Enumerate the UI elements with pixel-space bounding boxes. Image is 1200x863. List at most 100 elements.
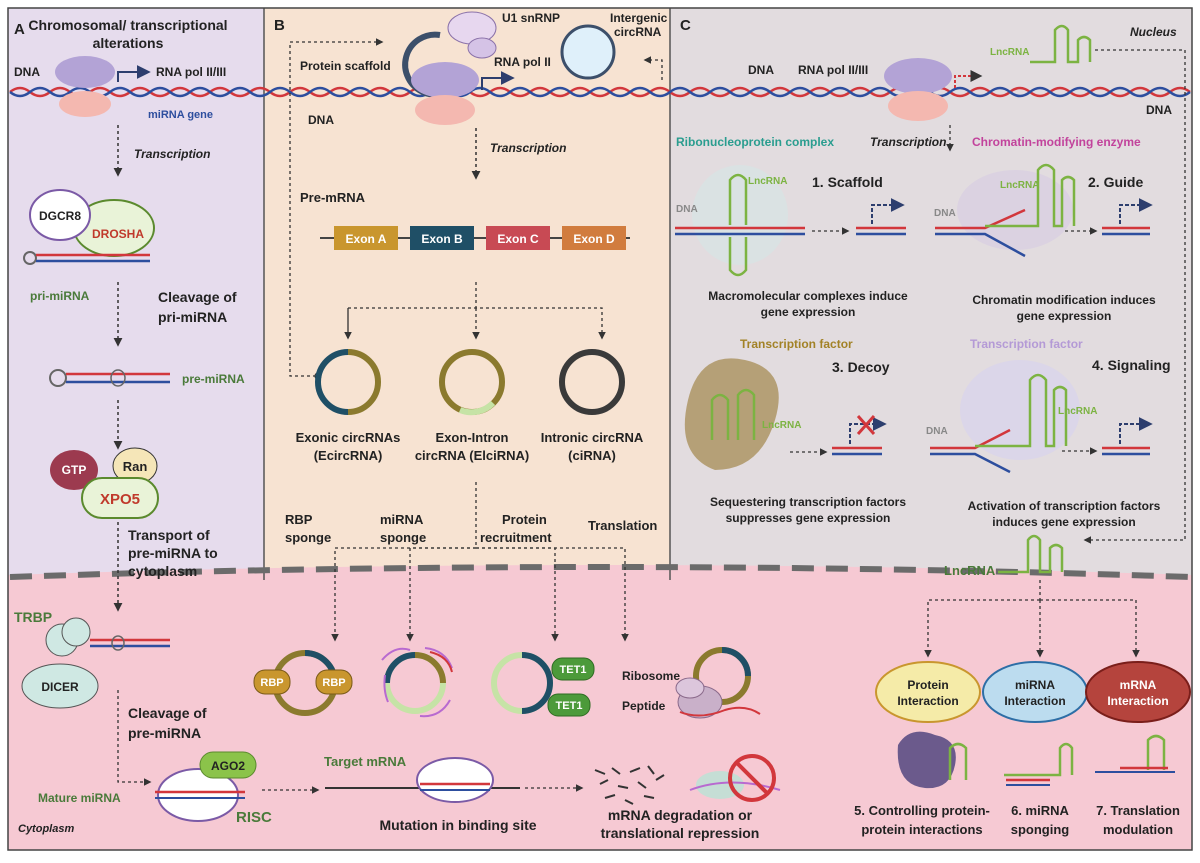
decoy-tf-label: Transcription factor <box>740 337 853 351</box>
chromatin-line2: gene expression <box>1017 309 1112 323</box>
rbp-right-label: RBP <box>322 677 345 689</box>
cleavage-pri-line1: Cleavage of <box>158 289 237 305</box>
panel-a-title-line2: alterations <box>93 35 164 51</box>
decoy-label: 3. Decoy <box>832 359 890 375</box>
transcription-start-arrow-a <box>117 65 151 82</box>
transport-line1: Transport of <box>128 527 210 543</box>
act-line1: Activation of transcription factors <box>968 499 1161 513</box>
panel-a-transcription-label: Transcription <box>134 147 210 161</box>
intronic-line2: (ciRNA) <box>568 448 616 463</box>
panel-c-dna-label-right: DNA <box>1146 103 1172 117</box>
exon-c <box>486 226 550 250</box>
circrna-protein-recruit: TET1 TET1 <box>491 652 595 717</box>
microprocessor-complex: DGCR8 DROSHA <box>29 189 155 257</box>
arrow-c-signaling-return <box>1083 49 1186 544</box>
ran-label: Ran <box>123 459 148 474</box>
controlling-line2: protein interactions <box>861 822 982 837</box>
sponging-line2: sponging <box>1011 822 1070 837</box>
intergenic-circrna <box>560 24 616 80</box>
drosha-label: DROSHA <box>92 227 144 241</box>
pre-mirna-label: pre-miRNA <box>182 372 245 386</box>
intergenic-line2: circRNA <box>614 25 662 39</box>
mirna-gene-label: miRNA gene <box>148 109 213 121</box>
guide-lncrna-label: LncRNA <box>1000 180 1039 191</box>
ecircrna <box>315 349 381 415</box>
macro-line1: Macromolecular complexes induce <box>708 289 908 303</box>
dicer-complex: DICER <box>21 617 170 709</box>
lncrna-top-label: LncRNA <box>990 47 1029 58</box>
interaction-ellipses: Protein Interaction miRNA Interaction mR… <box>875 661 1191 723</box>
rna-polymerase-c <box>884 58 952 121</box>
act-line2: induces gene expression <box>992 515 1135 529</box>
gtp-label: GTP <box>62 463 87 477</box>
cleavage-pri-line2: pri-miRNA <box>158 309 227 325</box>
circrna-mirna-sponge <box>381 647 453 718</box>
arrow-b-scaffold-return <box>289 150 316 377</box>
pri-mirna-label: pri-miRNA <box>30 289 90 303</box>
mrna-lncrna-translation <box>1095 734 1175 773</box>
panel-a-dna-label: DNA <box>14 65 40 79</box>
xpo5-label: XPO5 <box>100 491 140 508</box>
ago2-label: AGO2 <box>211 759 245 773</box>
protein-recruit-line1: Protein <box>502 512 547 527</box>
mirna-interaction-ellipse <box>982 661 1088 723</box>
cytoplasm-background <box>8 565 1192 850</box>
chromatin-line1: Chromatin modification induces <box>972 293 1156 307</box>
mirna-sponge-line2: sponge <box>380 530 426 545</box>
transport-line3: cytoplasm <box>128 563 197 579</box>
exon-b <box>410 226 474 250</box>
guide-module: LncRNA DNA <box>934 163 1153 258</box>
pre-mirna-hairpin <box>49 369 170 387</box>
mirna-interaction-line2: Interaction <box>1004 694 1065 708</box>
panel-c-transcription-label: Transcription <box>870 135 946 149</box>
cleavage-pre-line2: pre-miRNA <box>128 725 201 741</box>
transport-line2: pre-miRNA to <box>128 545 218 561</box>
protein-scaffold-label: Protein scaffold <box>300 59 391 73</box>
mrna-interaction-line2: Interaction <box>1107 694 1168 708</box>
tet1-bottom-label: TET1 <box>556 700 583 712</box>
translation-label: Translation <box>588 518 657 533</box>
transcription-start-arrow-b <box>481 71 515 90</box>
intergenic-line1: Intergenic <box>610 11 668 25</box>
scaffold-dna-label: DNA <box>676 204 698 215</box>
arrow-b-scaffold-loop <box>289 38 384 150</box>
protein-recruit-line2: recruitment <box>480 530 552 545</box>
dicer-label: DICER <box>41 680 79 694</box>
protein-lncrna-complex <box>897 731 968 789</box>
mirna-interaction-line1: miRNA <box>1015 678 1055 692</box>
tet1-top-label: TET1 <box>560 664 587 676</box>
lncrna-branch-arrows <box>924 580 1140 658</box>
controlling-line1: 5. Controlling protein- <box>854 803 990 818</box>
target-mrna-complex <box>325 757 520 803</box>
panel-a-letter: A <box>14 21 25 38</box>
protein-interaction-line2: Interaction <box>897 694 958 708</box>
translation-mod-line1: 7. Translation <box>1096 803 1180 818</box>
exon-a <box>334 226 398 250</box>
panel-a-title-line1: Chromosomal/ transcriptional <box>28 17 227 33</box>
exonic-line1: Exonic circRNAs <box>296 430 401 445</box>
decoy-lncrna-label: LncRNA <box>762 420 801 431</box>
signaling-label: 4. Signaling <box>1092 357 1171 373</box>
guide-label: 2. Guide <box>1088 174 1143 190</box>
exon-c-label: Exon C <box>497 232 539 246</box>
exon-intron-line1: Exon-Intron <box>436 430 509 445</box>
circrna-rbp-sponge: RBP RBP <box>253 650 353 716</box>
lncrna-cyto <box>998 534 1064 574</box>
panel-c-rna-pol-label: RNA pol II/III <box>798 63 868 77</box>
splicing-branch-arrows <box>344 282 606 340</box>
rbp-left-label: RBP <box>260 677 283 689</box>
u1-snrnp-label: U1 snRNP <box>502 11 560 25</box>
exonic-line2: (EcircRNA) <box>314 448 383 463</box>
nucleus-label: Nucleus <box>1130 25 1177 39</box>
signaling-lncrna-label: LncRNA <box>1058 406 1097 417</box>
protein-interaction-line1: Protein <box>907 678 948 692</box>
rna-polymerase-b <box>411 62 479 125</box>
arrow-cyto-mature <box>117 690 152 786</box>
ribonucleoprotein-label: Ribonucleoprotein complex <box>676 135 834 149</box>
intronic-line1: Intronic circRNA <box>541 430 644 445</box>
scaffold-module: LncRNA DNA <box>675 165 906 277</box>
degradation-line1: mRNA degradation or <box>608 807 753 823</box>
target-mrna-label: Target mRNA <box>324 754 407 769</box>
macro-line2: gene expression <box>761 305 856 319</box>
